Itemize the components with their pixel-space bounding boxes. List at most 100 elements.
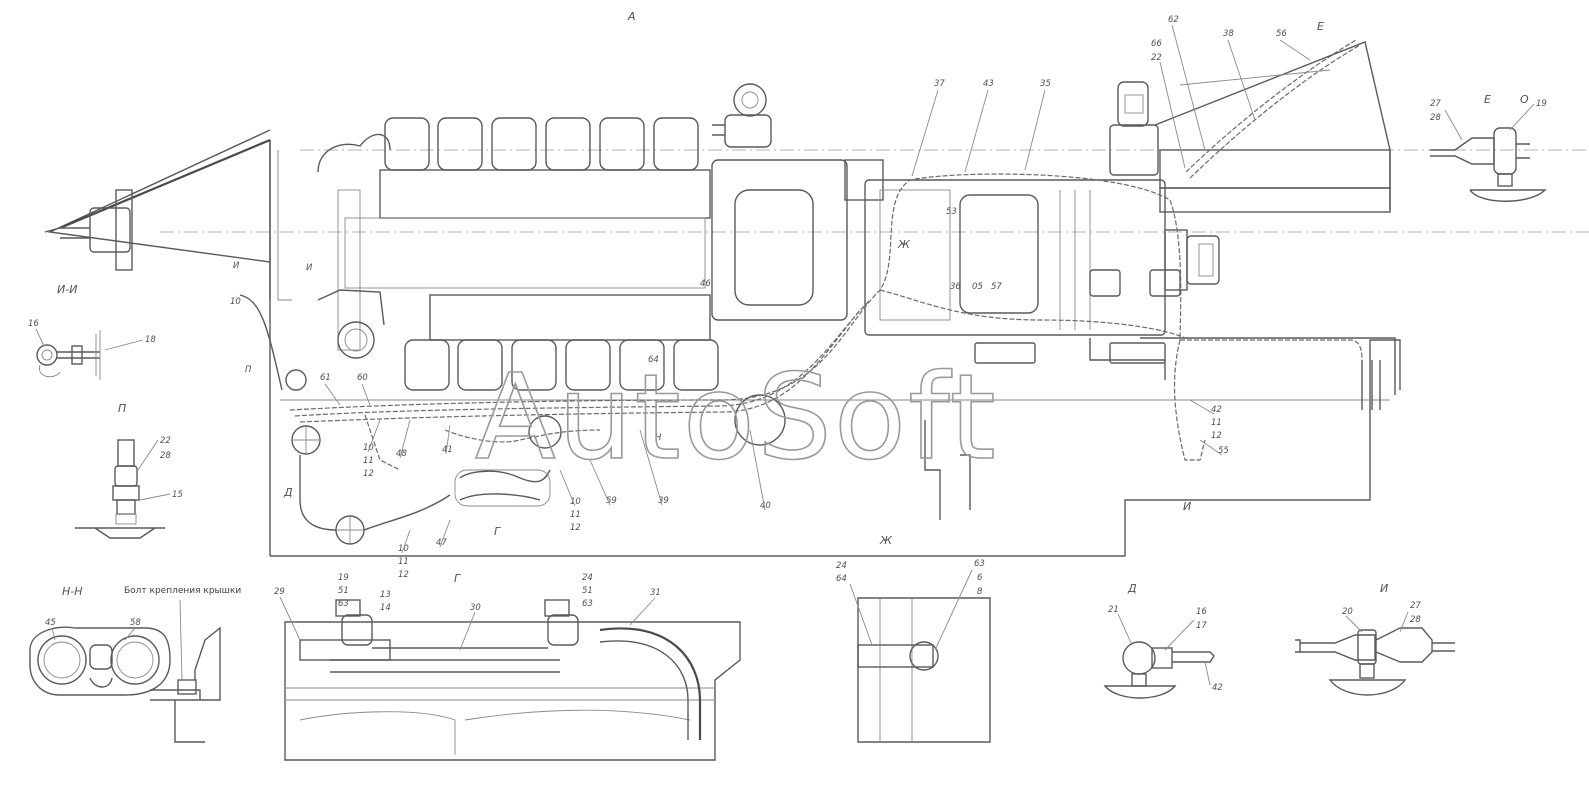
engine-assembly <box>160 39 1589 557</box>
callout-36: 36 <box>950 282 961 292</box>
callout-12d: 12 <box>398 570 409 580</box>
view-e-circle-label: О <box>1520 93 1529 106</box>
callout-55: 55 <box>1218 446 1229 456</box>
callout-38: 38 <box>1223 29 1234 39</box>
connector-detail-16-18: 16 18 <box>28 319 156 380</box>
lower-assembly <box>454 394 971 520</box>
callout-13: 13 <box>380 590 391 600</box>
callout-24z: 24 <box>836 561 847 571</box>
callout-39: 39 <box>658 496 669 506</box>
view-e-title: Е <box>1484 93 1491 106</box>
callout-64-main: 64 <box>648 355 659 365</box>
callout-59: 59 <box>606 496 617 506</box>
callout-30: 30 <box>470 603 481 613</box>
bolt-note: Болт крепления крышки <box>124 586 241 596</box>
callout-66: 66 <box>1151 39 1162 49</box>
view-marker-ii-lower: И <box>1183 500 1191 513</box>
callout-6: 6 <box>977 573 983 583</box>
callout-37: 37 <box>934 79 945 89</box>
view-i-title: И <box>1380 582 1388 595</box>
callout-12b: 12 <box>363 469 374 479</box>
callout-11b: 11 <box>363 456 374 466</box>
callout-24: 24 <box>582 573 593 583</box>
clutch-housing <box>711 159 1220 336</box>
callout-22b: 22 <box>160 436 171 446</box>
callout-62: 62 <box>1168 15 1179 25</box>
callout-42a: 42 <box>1211 405 1222 415</box>
view-n-n: Н-Н Болт крепления крышки 45 58 <box>29 585 241 743</box>
callout-15: 15 <box>172 490 183 500</box>
callout-29: 29 <box>274 587 285 597</box>
top-view-label: А <box>627 10 636 23</box>
callout-63z: 63 <box>974 559 985 569</box>
view-g-title: Г <box>454 572 461 585</box>
callout-61: 61 <box>320 373 331 383</box>
callout-21: 21 <box>1108 605 1119 615</box>
view-g: Г 29 19 51 63 13 14 30 24 51 63 31 <box>274 572 741 761</box>
callout-27a: 27 <box>1430 99 1441 109</box>
callout-11c: 11 <box>570 510 581 520</box>
view-zh: Ж 24 64 63 6 8 <box>836 534 991 743</box>
callout-05: 05 <box>972 282 983 292</box>
watermark: AutoSoft <box>475 348 998 486</box>
callout-28c: 28 <box>1410 615 1421 625</box>
callout-57: 57 <box>991 282 1002 292</box>
callout-19a: 19 <box>1536 99 1547 109</box>
callout-46: 46 <box>700 279 711 289</box>
callout-10c: 10 <box>570 497 581 507</box>
view-e: Е О Е 27 28 19 <box>1317 20 1547 202</box>
callout-10a: 10 <box>230 297 241 307</box>
callout-19b: 19 <box>338 573 349 583</box>
callout-51a: 51 <box>338 586 349 596</box>
callout-22: 22 <box>1151 53 1162 63</box>
callout-16a: 16 <box>28 319 39 329</box>
main-callouts: 37 43 35 53 Ж 62 66 22 38 56 46 64 36 05… <box>245 15 1311 580</box>
callout-31: 31 <box>650 588 661 598</box>
view-i: И 20 27 28 <box>1295 582 1455 696</box>
callout-42b: 42 <box>1212 683 1223 693</box>
cylinder-heads-top <box>317 117 711 351</box>
view-p: П 22 28 15 <box>75 402 183 539</box>
view-d-title: Д <box>1127 582 1137 595</box>
callout-16b: 16 <box>1196 607 1207 617</box>
left-fittings <box>285 369 451 545</box>
view-i-i-title: И-И <box>57 283 77 296</box>
cylinder-heads-bottom <box>317 289 719 391</box>
callout-40: 40 <box>760 501 771 511</box>
view-marker-i-top: И <box>233 261 240 271</box>
view-p-title: П <box>118 402 126 415</box>
view-marker-zh: Ж <box>897 238 911 251</box>
callout-45: 45 <box>45 618 56 628</box>
callout-12c: 12 <box>570 523 581 533</box>
turbocharger <box>712 83 772 148</box>
callout-11e: 11 <box>1211 418 1222 428</box>
view-i-i-cone: И И И-И 10 <box>44 129 313 391</box>
callout-12e: 12 <box>1211 431 1222 441</box>
view-marker-e: Е <box>1317 20 1324 33</box>
view-marker-d: Д <box>283 486 293 499</box>
view-n-n-title: Н-Н <box>62 585 83 598</box>
callout-35: 35 <box>1040 79 1051 89</box>
callout-20: 20 <box>1342 607 1353 617</box>
callout-10b: 10 <box>363 443 374 453</box>
callout-11d: 11 <box>398 557 409 567</box>
callout-53: 53 <box>946 207 957 217</box>
callout-28b: 28 <box>160 451 171 461</box>
view-marker-i-bottom: И <box>306 263 313 273</box>
callout-64: 64 <box>836 574 847 584</box>
callout-58: 58 <box>130 618 141 628</box>
view-marker-n: Н <box>655 433 662 443</box>
callout-56: 56 <box>1276 29 1287 39</box>
callout-8: 8 <box>977 587 983 597</box>
callout-41: 41 <box>442 445 453 455</box>
callout-51b: 51 <box>582 586 593 596</box>
view-d: Д 21 16 17 42 <box>1103 582 1223 699</box>
callout-18a: 18 <box>145 335 156 345</box>
wiring-harness <box>289 39 1363 471</box>
callout-63a: 63 <box>338 599 349 609</box>
callout-27b: 27 <box>1410 601 1421 611</box>
callout-48: 48 <box>396 449 407 459</box>
callout-63b: 63 <box>582 599 593 609</box>
view-marker-g: Г <box>494 525 501 538</box>
